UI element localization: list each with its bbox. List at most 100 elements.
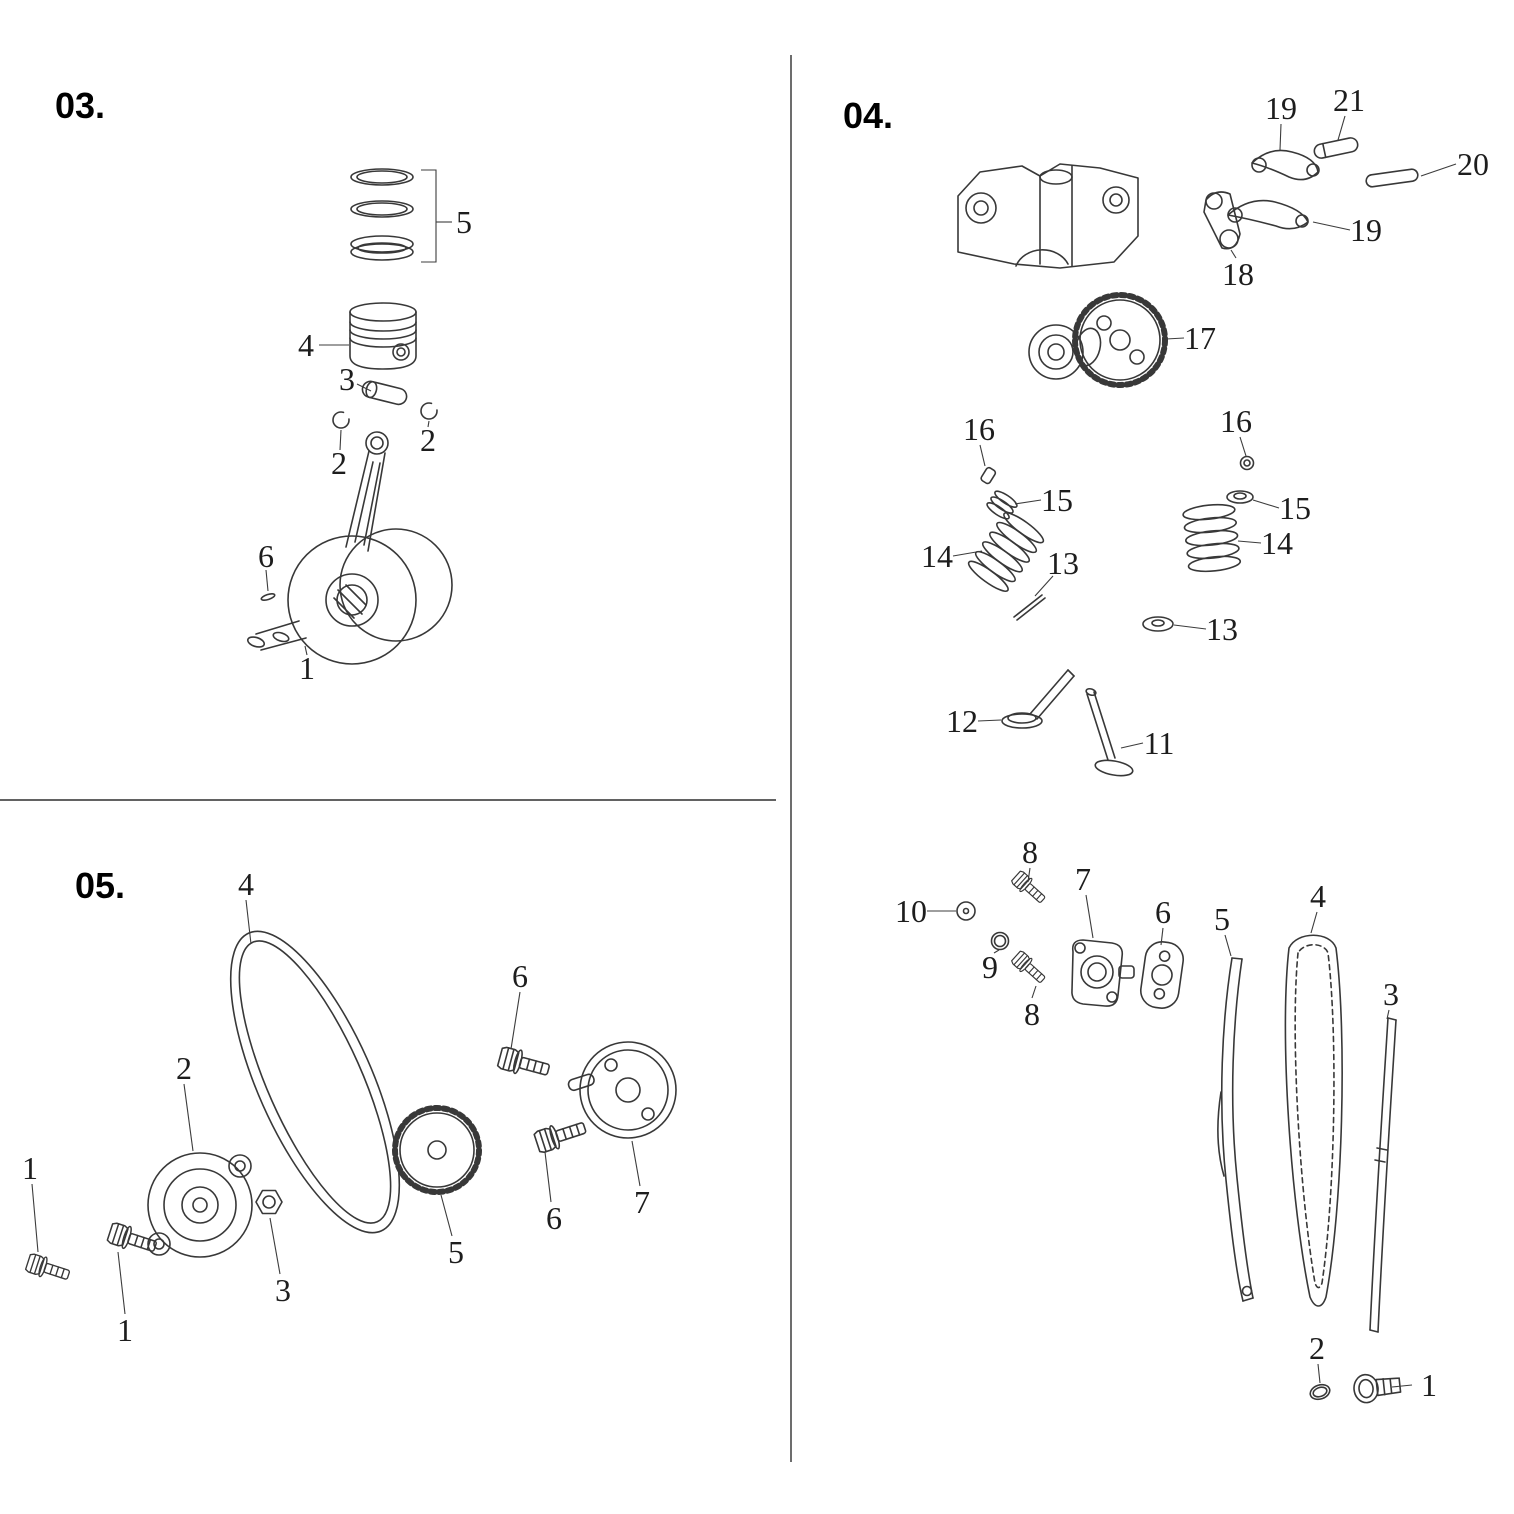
spring-retainer-left (986, 490, 1018, 520)
section-04-valve-train (956, 137, 1419, 1404)
callout-leader-04-21 (1337, 115, 1346, 141)
callout-leader-05-1 (31, 1183, 39, 1253)
pump-bolt-6b (532, 1115, 590, 1156)
shaft-nut (255, 1189, 283, 1215)
section-05-oil-pump (24, 930, 677, 1286)
callout-leader-05-3 (269, 1217, 281, 1275)
cap-bolt-oring (1309, 1383, 1331, 1401)
rocker-arm-lower (1227, 199, 1309, 230)
part-number-03-2: 2 (420, 422, 436, 458)
callout-leader-04-3 (1386, 1009, 1390, 1020)
callout-leader-04-15 (1014, 499, 1042, 505)
chain-guide-rear (1369, 1017, 1397, 1333)
tensioner-gasket (1139, 941, 1185, 1009)
part-number-05-7: 7 (634, 1184, 650, 1220)
callout-leader-04-18 (1230, 249, 1237, 259)
part-number-04-7: 7 (1075, 861, 1091, 897)
callout-leader-04-19 (1279, 123, 1282, 151)
connecting-rod (345, 431, 389, 552)
callout-leader-05-1 (117, 1251, 126, 1315)
callout-leader-04-16 (1239, 436, 1247, 457)
part-number-04-14: 14 (1261, 525, 1293, 561)
callout-leader-03-6 (265, 569, 269, 592)
callout-leader-03-5 (421, 169, 437, 263)
pump-cover (147, 1152, 253, 1258)
callout-leader-04-8 (1027, 867, 1031, 883)
part-number-04-18: 18 (1222, 256, 1254, 292)
tensioner-cap-bolt (1353, 1373, 1402, 1404)
valve-cotter-right (1239, 455, 1255, 471)
callout-leader-04-16 (979, 444, 986, 467)
intake-valve (1001, 669, 1075, 729)
callout-leader-05-2 (183, 1083, 194, 1152)
part-number-03-3: 3 (339, 361, 355, 397)
callout-leader-04-4 (1310, 911, 1318, 934)
callout-leader-05-4 (245, 899, 252, 945)
callout-leader-04-2 (1317, 1363, 1321, 1384)
part-number-04-9: 9 (982, 949, 998, 985)
callout-leader-04-15 (1252, 499, 1280, 509)
rocker-arm-upper (1251, 149, 1320, 181)
part-number-03-4: 4 (298, 327, 314, 363)
tensioner-oring-small (990, 931, 1010, 951)
piston-pin-circlip-right (420, 402, 438, 420)
valve-spring-left (967, 512, 1045, 592)
pump-drive-belt (229, 930, 401, 1234)
oil-pump-assembly (567, 1041, 677, 1139)
callout-leader-04-9 (993, 949, 1000, 954)
part-number-04-8: 8 (1024, 996, 1040, 1032)
callout-leader-04-13 (1173, 624, 1207, 630)
part-number-05-4: 4 (238, 866, 254, 902)
part-number-04-5: 5 (1214, 901, 1230, 937)
callout-leader-04-14 (1237, 540, 1262, 544)
part-number-05-2: 2 (176, 1050, 192, 1086)
part-number-04-2: 2 (1309, 1330, 1325, 1366)
callout-leader-04-19 (1312, 221, 1351, 231)
callout-leader-04-11 (1120, 742, 1144, 749)
part-number-05-6: 6 (546, 1200, 562, 1236)
part-number-04-19: 19 (1350, 212, 1382, 248)
pump-bolt-6a (496, 1044, 553, 1083)
section-03-piston-crankshaft (246, 168, 453, 665)
part-number-04-12: 12 (946, 703, 978, 739)
callout-leader-05-5 (440, 1194, 453, 1237)
tensioner-bolt-8b (1009, 949, 1050, 988)
part-number-04-13: 13 (1206, 611, 1238, 647)
rocker-shaft-pin (1365, 168, 1419, 188)
callout-leader-03-2 (427, 420, 430, 428)
part-number-04-1: 1 (1421, 1367, 1437, 1403)
part-number-04-14: 14 (921, 538, 953, 574)
callout-leader-04-17 (1165, 337, 1185, 340)
callout-leader-04-5 (1224, 934, 1232, 957)
cam-chain (1284, 934, 1343, 1307)
part-number-05-3: 3 (275, 1272, 291, 1308)
callout-leader-04-7 (1085, 894, 1094, 939)
chain-guide-front (1217, 957, 1254, 1302)
piston-pin (361, 380, 408, 406)
valve-spring-right (1182, 503, 1242, 573)
pump-mount-bolt-1a (24, 1251, 73, 1286)
piston-pin-circlip-left (332, 411, 350, 429)
part-number-04-15: 15 (1041, 482, 1073, 518)
part-number-04-4: 4 (1310, 878, 1326, 914)
rocker-arm-holder (957, 163, 1139, 269)
callout-leader-05-7 (631, 1140, 641, 1187)
callout-leader-04-13 (1034, 575, 1054, 597)
callout-leader-04-14 (952, 550, 983, 557)
part-number-04-3: 3 (1383, 976, 1399, 1012)
part-number-03-2: 2 (331, 445, 347, 481)
callout-leader-04-8 (1031, 985, 1037, 999)
part-number-04-21: 21 (1333, 82, 1365, 118)
part-number-04-20: 20 (1457, 146, 1489, 182)
part-number-04-10: 10 (895, 893, 927, 929)
part-number-05-1: 1 (117, 1312, 133, 1348)
rocker-lever (1203, 191, 1241, 250)
callout-leader-03-3 (356, 383, 372, 392)
part-number-03-5: 5 (456, 204, 472, 240)
part-number-03-1: 1 (299, 650, 315, 686)
valve-cotter-left (980, 466, 997, 485)
callout-leader-05-6 (544, 1151, 552, 1203)
callout-leader-03-2 (339, 429, 342, 451)
